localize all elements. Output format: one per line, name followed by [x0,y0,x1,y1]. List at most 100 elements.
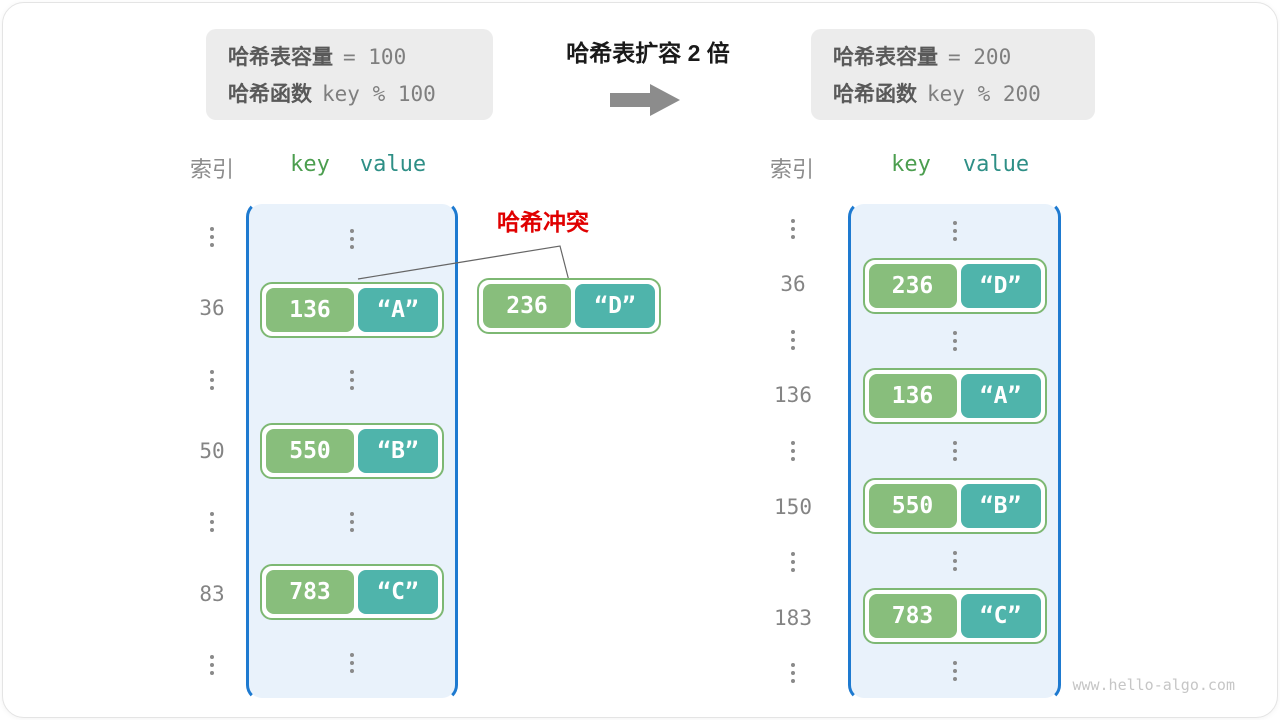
info-box-after: 哈希表容量 = 200 哈希函数 key % 200 [811,29,1095,120]
bucket-slot [851,314,1058,368]
vertical-ellipsis-icon [952,549,957,573]
index-slot [767,201,819,257]
bucket-slot: 550“B” [249,416,455,487]
vertical-ellipsis-icon [210,510,214,534]
collision-pair: 236 “D” [477,278,661,334]
capacity-line: 哈希表容量 = 200 [833,41,1095,71]
bucket-slot: 136“A” [249,275,455,346]
vertical-ellipsis-icon [791,328,795,352]
index-slot [183,344,241,415]
key-header-left: key [290,152,330,177]
index-slot: 50 [183,415,241,486]
index-slot [767,423,819,479]
vertical-ellipsis-icon [210,225,214,249]
value-cell: “A” [358,287,438,332]
bucket-slot: 783“C” [851,588,1058,644]
collision-label: 哈希冲突 [497,209,589,235]
index-slot: 183 [767,590,819,646]
bucket-slot [249,204,455,275]
hash-function-label: 哈希函数 [228,83,312,106]
value-header-left: value [359,152,427,177]
value-cell: “D” [575,284,655,328]
bucket-slot [851,644,1058,698]
kv-pair: 783“C” [260,564,444,621]
capacity-value: = 200 [948,45,1012,69]
capacity-value: = 100 [343,45,407,69]
index-slot: 150 [767,479,819,535]
hash-function-label: 哈希函数 [833,83,917,106]
index-slot [183,630,241,701]
hash-function-value: key % 200 [927,82,1041,106]
index-slot [767,534,819,590]
index-column-right: 36 136 150 183 [767,201,819,701]
value-cell: “D” [960,264,1041,308]
hash-table-left: 136“A” 550“B” 783“C” [246,201,458,701]
kv-pair: 136“A” [260,281,444,338]
vertical-ellipsis-icon [952,439,957,463]
index-cell: 183 [774,605,812,630]
watermark: www.hello-algo.com [1072,676,1235,694]
value-cell: “C” [358,570,438,615]
vertical-ellipsis-icon [791,661,795,685]
index-cell: 136 [774,383,812,408]
index-header-left: 索引 [189,157,235,182]
index-slot [767,646,819,702]
bucket-slot [249,627,455,698]
hash-function-line: 哈希函数 key % 100 [228,78,493,108]
bucket-slot: 550“B” [851,478,1058,534]
key-cell: 136 [868,374,957,418]
bucket-slot [249,486,455,557]
vertical-ellipsis-icon [350,651,354,675]
index-slot [183,487,241,558]
vertical-ellipsis-icon [350,227,354,251]
capacity-label: 哈希表容量 [228,46,333,69]
value-header-right: value [962,152,1030,177]
index-slot: 83 [183,558,241,629]
kv-pair: 136“A” [862,368,1047,424]
capacity-line: 哈希表容量 = 100 [228,41,493,71]
index-column-left: 36 50 83 [183,201,241,701]
value-cell: “A” [960,374,1041,418]
right-arrow-icon [610,84,680,116]
key-cell: 236 [868,264,957,308]
index-header-right: 索引 [769,157,815,182]
key-cell: 550 [868,484,957,528]
kv-pair: 783“C” [862,588,1047,644]
vertical-ellipsis-icon [210,653,214,677]
capacity-label: 哈希表容量 [833,46,938,69]
bucket-slot [851,534,1058,588]
index-slot: 36 [767,257,819,313]
index-cell: 36 [199,296,225,321]
vertical-ellipsis-icon [791,217,795,241]
index-cell: 36 [780,272,806,297]
info-box-before: 哈希表容量 = 100 哈希函数 key % 100 [206,29,493,120]
value-cell: “C” [960,594,1041,638]
value-cell: “B” [358,429,438,474]
key-cell: 550 [266,429,354,474]
hash-function-line: 哈希函数 key % 200 [833,78,1095,108]
index-cell: 50 [199,438,225,463]
hash-table-right: 236“D” 136“A” 550“B” 783“C” [848,201,1061,701]
vertical-ellipsis-icon [791,439,795,463]
key-cell: 783 [266,570,354,615]
vertical-ellipsis-icon [350,368,354,392]
key-cell: 783 [868,594,957,638]
hash-function-value: key % 100 [322,82,436,106]
vertical-ellipsis-icon [210,368,214,392]
key-cell: 236 [483,284,571,328]
expansion-title: 哈希表扩容 2 倍 [566,40,730,66]
vertical-ellipsis-icon [791,550,795,574]
index-slot: 36 [183,272,241,343]
index-slot: 136 [767,368,819,424]
index-slot [767,312,819,368]
bucket-slot: 136“A” [851,368,1058,424]
index-cell: 83 [199,581,225,606]
kv-pair: 236“D” [862,258,1047,314]
bucket-slot [851,424,1058,478]
bucket-slot [249,345,455,416]
collision-connector-lines [357,245,570,282]
value-cell: “B” [960,484,1041,528]
vertical-ellipsis-icon [952,659,957,683]
kv-pair: 550“B” [862,478,1047,534]
